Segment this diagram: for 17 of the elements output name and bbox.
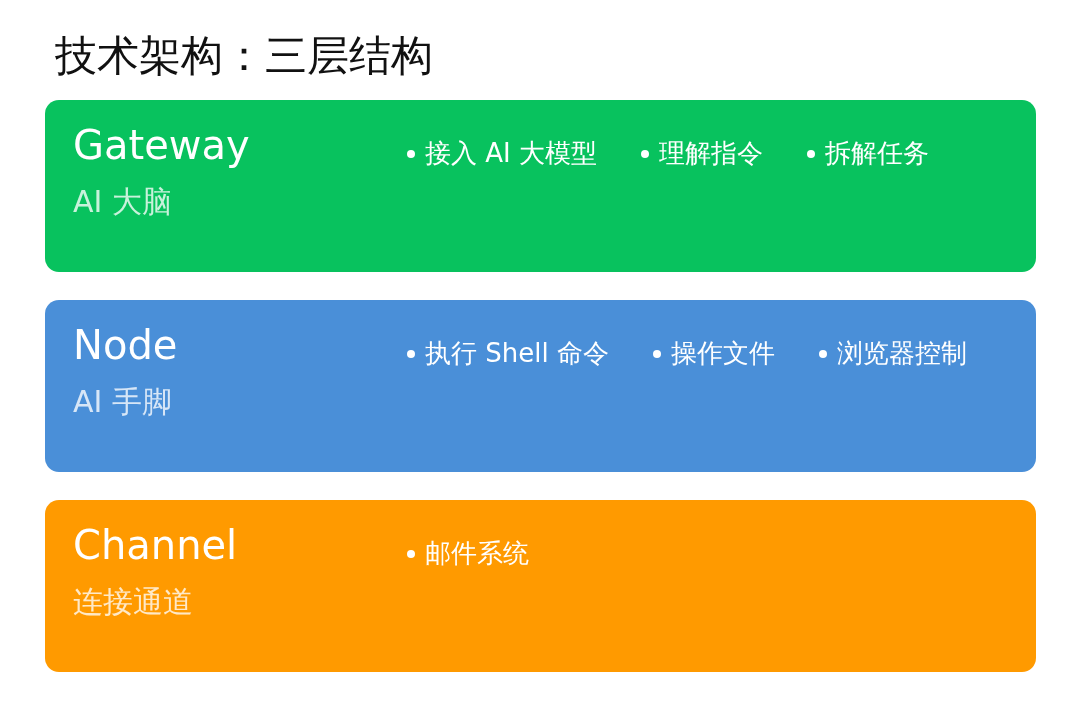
feature-text: 浏览器控制 (836, 337, 967, 370)
feature-text: 执行 Shell 命令 (425, 337, 609, 370)
feature-text: 理解指令 (659, 137, 763, 170)
layer-band (45, 100, 1036, 272)
layer-title: Node (73, 322, 178, 368)
feature-text: 拆解任务 (825, 137, 929, 170)
layer-title: Gateway (73, 122, 250, 168)
layer-band (45, 500, 1036, 672)
feature-text: 邮件系统 (425, 537, 529, 570)
layer-subtitle: 连接通道 (73, 583, 193, 621)
layer-subtitle: AI 大脑 (73, 183, 172, 221)
layer-band (45, 300, 1036, 472)
feature-text: 接入 AI 大模型 (425, 137, 597, 170)
layer-title: Channel (73, 522, 238, 568)
feature-text: 操作文件 (670, 337, 775, 370)
layer-subtitle: AI 手脚 (73, 383, 172, 421)
title: 技术架构：三层结构 (55, 30, 433, 82)
